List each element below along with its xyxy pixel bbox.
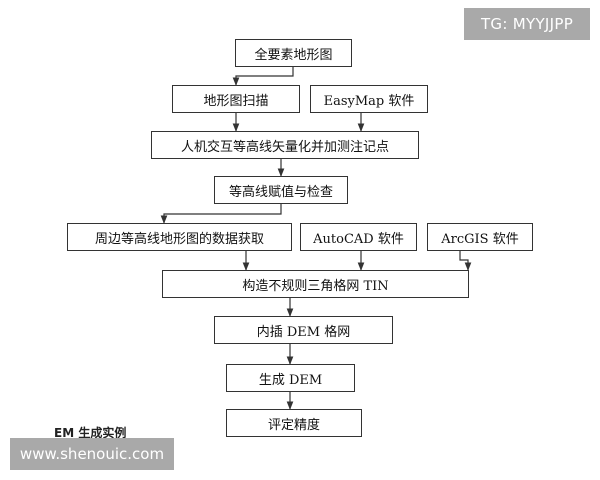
- node-n8: ArcGIS 软件: [427, 223, 533, 251]
- figure-caption: EM 生成实例: [54, 426, 127, 440]
- node-n5: 等高线赋值与检查: [214, 176, 348, 204]
- node-n7: AutoCAD 软件: [300, 223, 417, 251]
- node-n6: 周边等高线地形图的数据获取: [67, 223, 292, 251]
- node-n9: 构造不规则三角格网 TIN: [162, 270, 469, 298]
- edge-n8-n9: [459, 251, 472, 271]
- edge-n5-n6: [160, 204, 282, 224]
- node-n4: 人机交互等高线矢量化并加测注记点: [151, 131, 419, 159]
- watermark-top: TG: MYYJJPP: [464, 8, 590, 40]
- node-n2: 地形图扫描: [172, 85, 300, 113]
- node-n11: 生成 DEM: [226, 364, 355, 392]
- node-n1: 全要素地形图: [235, 39, 352, 67]
- watermark-bottom: www.shenouic.com: [10, 438, 174, 470]
- node-n10: 内插 DEM 格网: [214, 316, 393, 344]
- node-n12: 评定精度: [226, 409, 362, 437]
- node-n3: EasyMap 软件: [310, 85, 428, 113]
- edge-n1-n2: [232, 67, 294, 86]
